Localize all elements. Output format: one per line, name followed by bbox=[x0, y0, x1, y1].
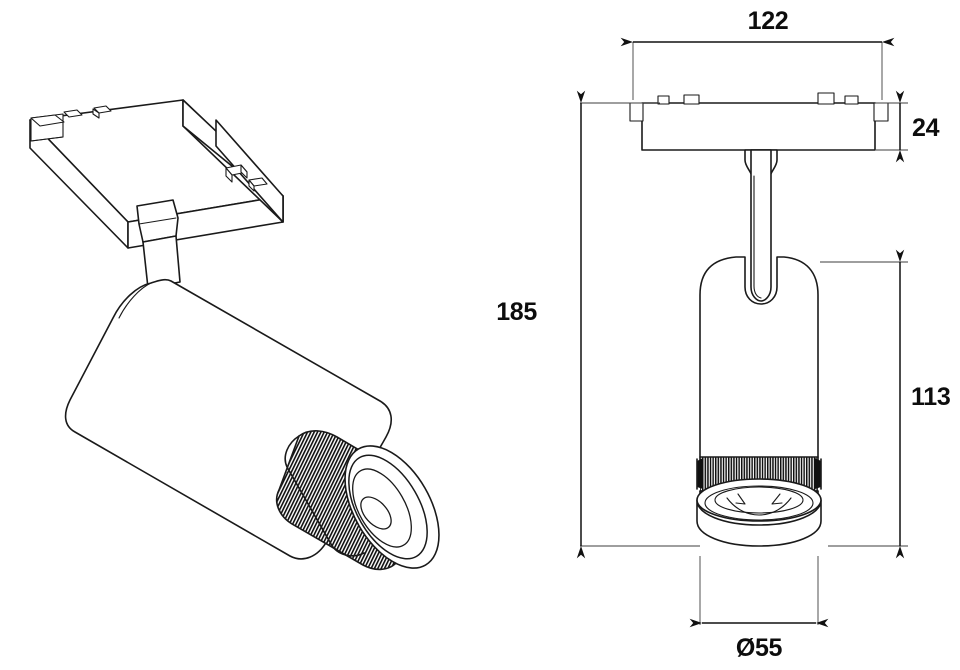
front-elevation-view bbox=[629, 92, 889, 547]
dimension-label-185: 185 bbox=[496, 298, 537, 326]
track-height-dimension: 24 bbox=[876, 90, 940, 163]
dimension-label-122: 122 bbox=[748, 7, 789, 35]
track-length-dimension: 122 bbox=[620, 7, 895, 100]
dimension-label-24: 24 bbox=[912, 114, 940, 142]
lens-bezel-isometric bbox=[344, 445, 440, 569]
body-diameter-dimension: Ø55 bbox=[689, 556, 829, 662]
overall-height-dimension: 185 bbox=[496, 90, 700, 559]
track-rail-isometric bbox=[29, 99, 284, 249]
lens-bezel-elevation bbox=[696, 478, 822, 547]
dimension-annotations: 122 24 185 113 bbox=[496, 7, 951, 662]
body-height-dimension: 113 bbox=[820, 249, 951, 559]
dimension-label-diameter-55: Ø55 bbox=[736, 634, 783, 662]
isometric-view bbox=[29, 99, 440, 571]
stem-joint-elevation bbox=[744, 149, 778, 302]
dimension-label-113: 113 bbox=[911, 383, 950, 411]
cylinder-body-elevation bbox=[699, 256, 819, 471]
track-rail-elevation bbox=[629, 92, 889, 151]
